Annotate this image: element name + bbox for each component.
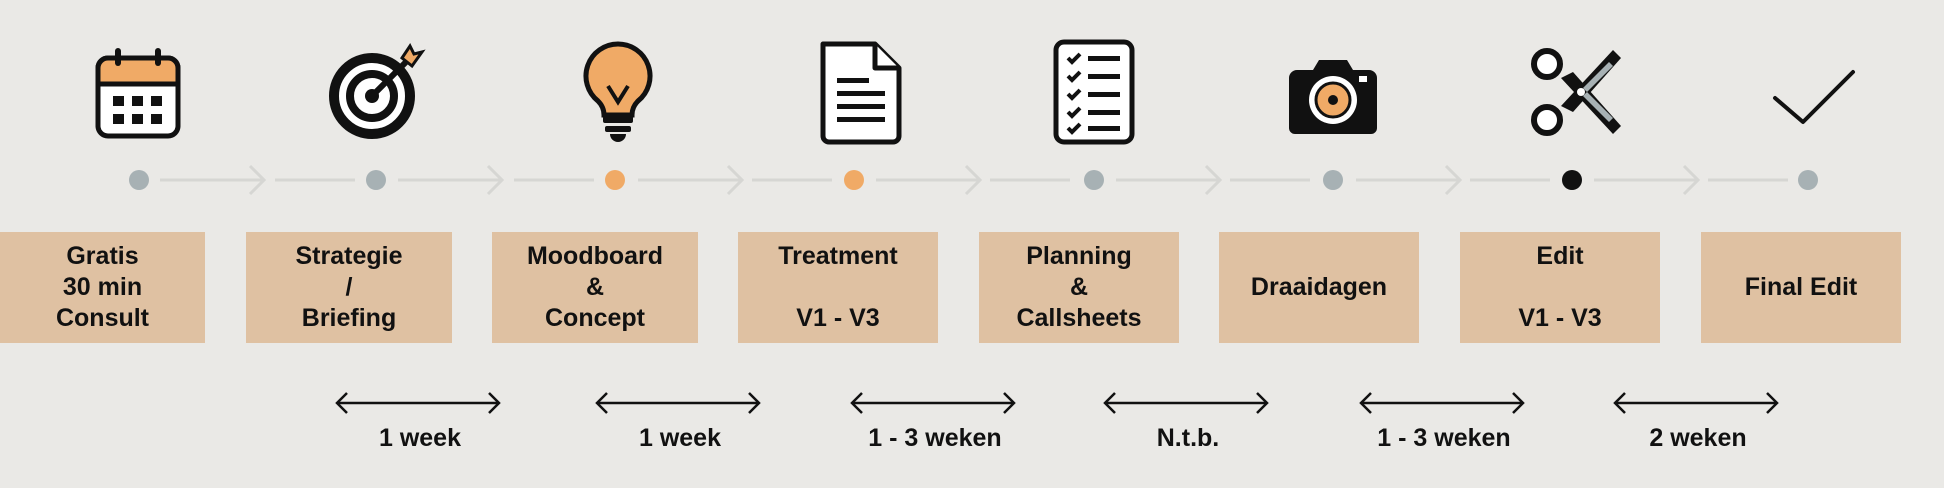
timeline-dot (844, 170, 864, 190)
step-box-moodboard: Moodboard & Concept (492, 232, 698, 343)
double-arrow-icon (850, 392, 1016, 414)
checklist-icon (1044, 36, 1144, 146)
camera-icon (1283, 36, 1383, 146)
duration-label: 1 - 3 weken (868, 424, 1002, 452)
timeline-dot (605, 170, 625, 190)
step-box-planning: Planning & Callsheets (979, 232, 1179, 343)
step-box-edit: Edit V1 - V3 (1460, 232, 1660, 343)
timeline-track (129, 164, 1818, 196)
step-box-treatment: Treatment V1 - V3 (738, 232, 938, 343)
timeline-connectors (160, 164, 1788, 196)
duration-5: 1 - 3 weken (1324, 390, 1525, 470)
scissors-icon (1525, 36, 1625, 146)
lightbulb-icon (568, 36, 668, 146)
timeline-dot (1323, 170, 1343, 190)
double-arrow-icon (1359, 392, 1525, 414)
double-arrow-icon (1613, 392, 1779, 414)
duration-label: 1 week (378, 424, 461, 452)
duration-4: N.t.b. (1068, 390, 1269, 470)
duration-1: 1 week (300, 390, 501, 470)
duration-label: 1 - 3 weken (1377, 424, 1511, 452)
duration-2: 1 week (560, 390, 761, 470)
step-box-strategie: Strategie / Briefing (246, 232, 452, 343)
step-box-draaidagen: Draaidagen (1219, 232, 1419, 343)
timeline-dot (1798, 170, 1818, 190)
timeline-dot (1084, 170, 1104, 190)
double-arrow-icon (1103, 392, 1269, 414)
document-icon (809, 36, 909, 146)
checkmark-icon (1763, 36, 1863, 146)
duration-label: 1 week (638, 424, 721, 452)
duration-label: 2 weken (1649, 424, 1747, 452)
double-arrow-icon (595, 392, 761, 414)
timeline-dot (366, 170, 386, 190)
duration-6: 2 weken (1578, 390, 1779, 470)
step-box-consult: Gratis 30 min Consult (0, 232, 205, 343)
step-box-final-edit: Final Edit (1701, 232, 1901, 343)
double-arrow-icon (335, 392, 501, 414)
duration-3: 1 - 3 weken (815, 390, 1016, 470)
target-icon (326, 36, 426, 146)
timeline-dot (1562, 170, 1582, 190)
timeline-dot (129, 170, 149, 190)
calendar-icon (88, 36, 188, 146)
duration-label: N.t.b. (1156, 424, 1220, 452)
